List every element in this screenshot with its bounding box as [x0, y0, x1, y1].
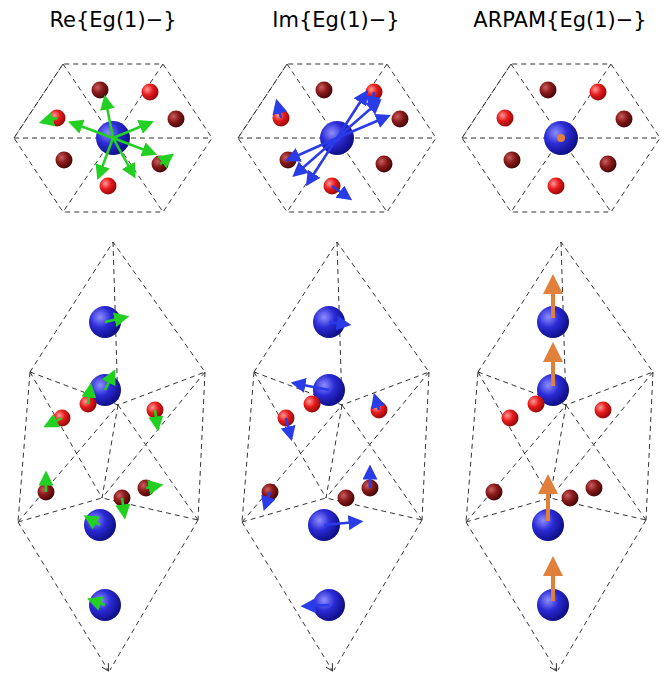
- re-panel: [14, 64, 212, 670]
- panel-title: ARPAM{Eg(1)−}: [473, 8, 646, 32]
- arpam-panel: [462, 64, 660, 670]
- im-panel: [238, 64, 436, 670]
- panel-title: Re{Eg(1)−}: [49, 8, 176, 32]
- panel-title: Im{Eg(1)−}: [272, 8, 399, 32]
